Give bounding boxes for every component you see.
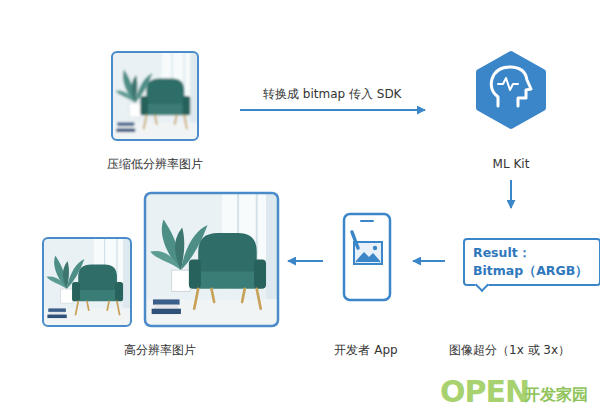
flow-arrow [510,180,512,208]
pulse-icon [498,78,518,90]
head-icon [491,67,531,106]
image-node: 高分辨率图片 [40,192,280,358]
watermark: 开发家园 [524,385,588,406]
photo-frame [112,52,198,140]
node-caption: 开发者 App [334,342,397,358]
watermark: OPEN [440,374,529,409]
image-node: 压缩低分辨率图片 [100,50,210,172]
bubble-tail [475,278,489,292]
photo-frame [43,238,131,326]
result-text: Bitmap（ARGB） [473,262,588,280]
pen-icon [352,232,358,248]
icon-node: ML Kit [465,52,557,172]
flow-arrow [240,109,425,111]
low-res-photo [112,52,198,140]
flow-arrow [413,260,445,262]
node-caption: 高分辨率图片 [124,342,196,358]
result-box: Result：Bitmap（ARGB） [463,238,600,286]
node-caption: 压缩低分辨率图片 [107,156,203,172]
stage-caption: 图像超分（1x 或 3x） [449,342,570,359]
edge-label: 转换成 bitmap 传入 SDK [260,86,405,102]
flow-arrow [288,260,323,262]
app-node: 开发者 App [329,212,403,358]
high-res-photo [43,238,131,326]
node-caption: ML Kit [493,156,530,172]
photo-frame [145,193,278,326]
phone-icon [344,214,390,300]
mlkit-hexagon [479,54,543,126]
high-res-photo [145,193,278,326]
result-text: Result： [473,244,531,262]
